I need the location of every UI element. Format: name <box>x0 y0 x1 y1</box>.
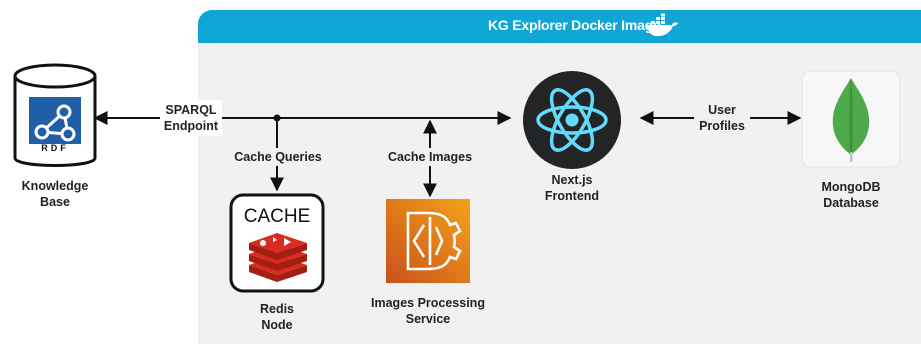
mongodb-label-2: Database <box>823 196 879 210</box>
sparql-label-2: Endpoint <box>163 119 219 133</box>
rdf-badge: RDF <box>41 143 69 153</box>
sparql-label-1: SPARQL <box>165 103 217 117</box>
mongodb-label-1: MongoDB <box>821 180 881 194</box>
cache-box-label: CACHE <box>243 206 311 227</box>
redis-icon <box>249 233 307 282</box>
nextjs-label-2: Frontend <box>544 189 600 203</box>
redis-label-1: Redis <box>259 302 295 316</box>
container-header: KG Explorer Docker Image <box>198 10 921 43</box>
redis-label-2: Node <box>261 318 293 332</box>
mongodb-leaf-icon <box>801 70 901 168</box>
user-profiles-label-2: Profiles <box>699 119 745 133</box>
cache-images-label: Cache Images <box>387 150 473 164</box>
knowledge-base-label-2: Base <box>40 195 70 209</box>
rdf-database-icon <box>13 63 97 167</box>
docker-whale-icon <box>647 13 678 37</box>
react-icon <box>523 71 621 169</box>
knowledge-base-label-1: Knowledge <box>21 179 89 193</box>
container-title: KG Explorer Docker Image <box>488 17 661 33</box>
user-profiles-label-1: User <box>708 103 736 117</box>
images-label-1: Images Processing <box>371 296 485 310</box>
image-processing-icon <box>386 199 470 283</box>
redis-cache-box <box>229 193 325 293</box>
cache-queries-label: Cache Queries <box>234 150 322 164</box>
nextjs-label-1: Next.js <box>551 173 593 187</box>
images-label-2: Service <box>405 312 451 326</box>
